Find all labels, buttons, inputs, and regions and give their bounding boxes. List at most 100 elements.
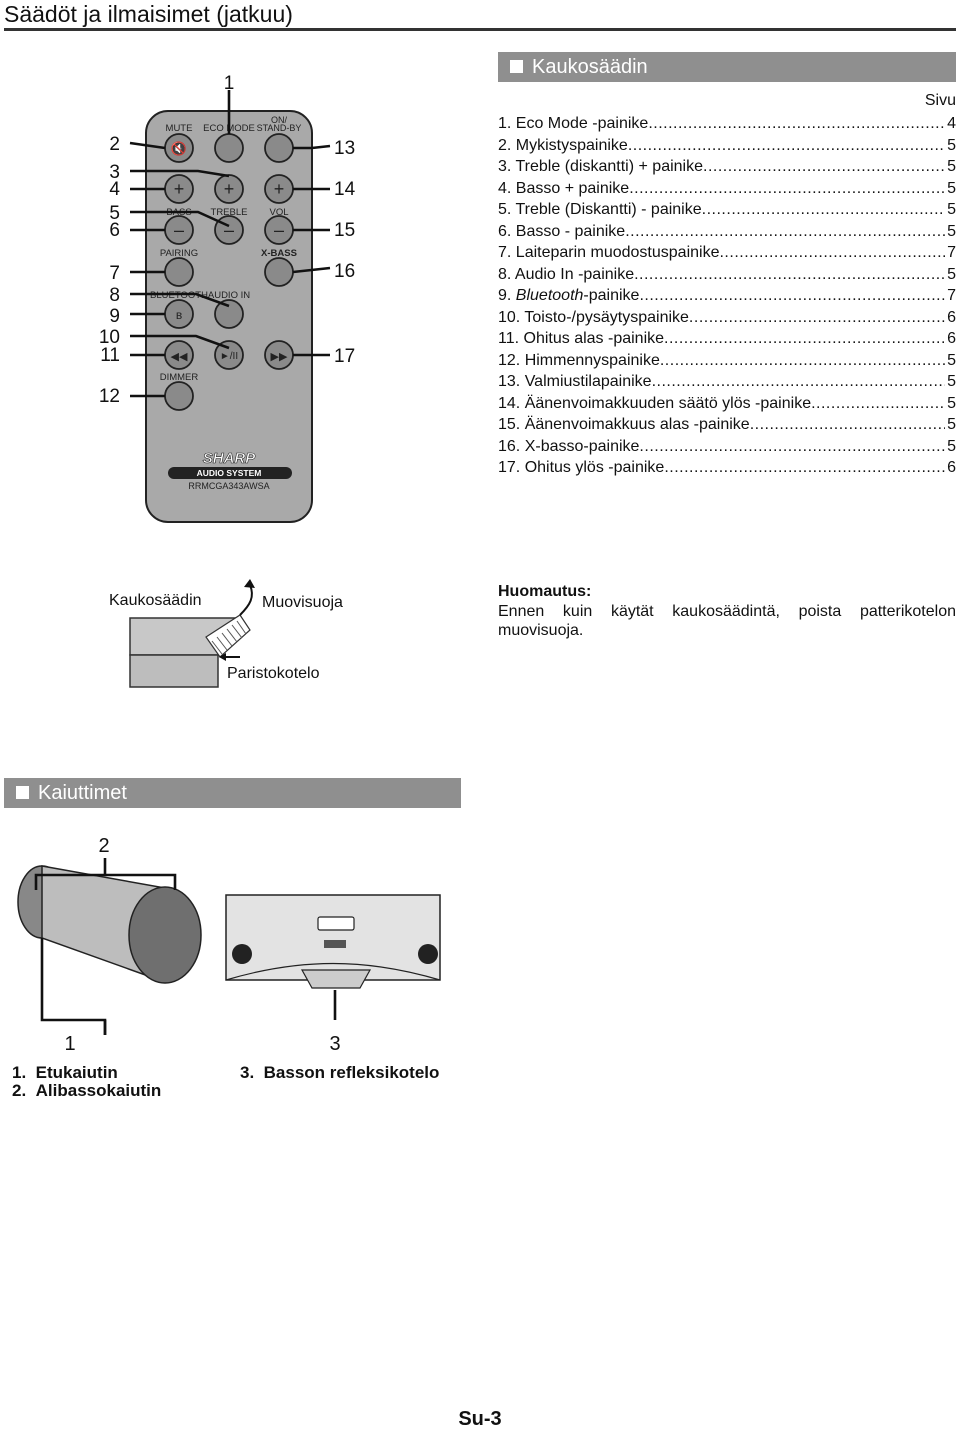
remote-label-on: ON/ [271, 115, 288, 125]
toc-leader-dots [639, 436, 945, 458]
toc-leader-dots [811, 393, 945, 415]
reflex-port-left [232, 944, 252, 964]
toc-label: 2. Mykistyspainike [498, 136, 628, 154]
speakers-illustration: 2 1 3 [17, 835, 441, 1055]
minus-icon: – [274, 220, 284, 240]
brand-sub: AUDIO SYSTEM [197, 468, 262, 478]
callout-lines [129, 90, 331, 398]
toc-page-number: 5 [947, 416, 956, 433]
note-heading: Huomautus: [498, 583, 592, 600]
xbass-button [264, 257, 294, 287]
toc-label: 7. Laiteparin muodostuspainike [498, 244, 720, 261]
switch-shape [317, 916, 355, 931]
square-bullet-icon [16, 786, 29, 799]
toc-leader-dots [648, 113, 945, 135]
remote-control-illustration: MUTE ECO MODE ON/ STAND-BY 🔇 + + + BASS … [99, 73, 356, 523]
toc-row: 16. X-basso-painike5 [498, 436, 956, 458]
toc-label-italic: Bluetooth [515, 287, 584, 304]
toc-page-number: 5 [947, 437, 956, 455]
toc-page-number: 6 [947, 330, 956, 347]
toc-page-number: 5 [947, 136, 956, 154]
callout-number: 3 [109, 162, 120, 183]
callout-number: 9 [109, 306, 120, 327]
toc-leader-dots [652, 371, 946, 393]
callout-number: 15 [334, 220, 355, 241]
page-title: Säädöt ja ilmaisimet (jatkuu) [4, 1, 293, 27]
callout-number: 11 [100, 345, 120, 366]
sheet-hatching [211, 620, 247, 655]
arrow-head-icon [219, 653, 226, 661]
toc-row: 1. Eco Mode -painike4 [498, 113, 956, 135]
speaker-item-label: Alibassokaiutin [35, 1081, 162, 1100]
toc-leader-dots [703, 156, 945, 178]
toc-row: 7. Laiteparin muodostuspainike7 [498, 242, 956, 264]
toc-label: 1. Eco Mode -painike [498, 115, 649, 132]
toc-row: 12. Himmennyspainike5 [498, 350, 956, 372]
remote-label-dimmer: DIMMER [160, 372, 199, 383]
remote-label-pairing: PAIRING [160, 248, 198, 259]
remote-label-treble: TREBLE [211, 207, 248, 218]
minus-icon: – [174, 220, 184, 240]
toc-leader-dots [664, 457, 945, 479]
section-heading-remote: Kaukosäädin [498, 52, 956, 82]
toc-row: 8. Audio In -painike 5 [498, 264, 956, 286]
toc-leader-dots [625, 221, 945, 243]
toc-page-number: 5 [947, 201, 956, 218]
callout-number: 16 [334, 261, 355, 282]
bluetooth-icon: ʙ [176, 308, 182, 322]
section-heading-speakers-text: Kaiuttimet [38, 782, 127, 804]
toc-label: 3. Treble (diskantti) + painike [498, 158, 703, 175]
speaker-list-item: 3. Basson refleksikotelo [240, 1064, 439, 1082]
toc-leader-dots [660, 350, 945, 372]
plus-icon: + [274, 179, 285, 199]
base-foot-shape [300, 969, 372, 989]
toc-label: 8. Audio In -painike [498, 265, 635, 283]
toc-page-number: 5 [947, 179, 956, 197]
toc-row: 11. Ohitus alas -painike6 [498, 328, 956, 350]
toc-page-number: 5 [947, 158, 956, 175]
page-column-label: Sivu [924, 92, 956, 109]
toc-label: 14. Äänenvoimakkuuden säätö ylös -painik… [498, 394, 812, 412]
toc-label: 15. Äänenvoimakkuus alas -painike [498, 416, 750, 433]
brand-sub-pill [168, 467, 292, 479]
play-pause-icon: ►/II [220, 351, 238, 362]
speaker-callout-lines [34, 858, 177, 1035]
speaker-list-item: 1. Etukaiutin [12, 1064, 118, 1082]
toc-label: 4. Basso + painike [498, 179, 630, 197]
callout-number: 13 [334, 138, 355, 159]
toc-label-number: 9. [498, 287, 512, 304]
callout-number: 1 [64, 1033, 75, 1055]
remote-callout-numbers: 1 2 3 4 5 6 7 8 9 10 11 12 13 14 15 16 1… [99, 73, 356, 407]
callout-number: 1 [224, 73, 235, 94]
minus-icon: – [224, 220, 234, 240]
section-heading-remote-text: Kaukosäädin [532, 56, 648, 78]
toc-row: 3. Treble (diskantti) + painike 5 [498, 156, 956, 178]
callout-number: 2 [98, 835, 109, 857]
toc-leader-dots [634, 264, 945, 286]
speaker-rear-panel [225, 894, 441, 981]
toc-label: 17. Ohitus ylös -painike [498, 459, 665, 476]
toc-page-number: 5 [947, 265, 956, 283]
skip-back-icon: ◀◀ [171, 351, 188, 363]
square-bullet-icon [510, 60, 523, 73]
arrow-head-icon [244, 579, 255, 588]
toc-row: 10. Toisto-/pysäytyspainike6 [498, 307, 956, 329]
label-plate [324, 940, 346, 948]
woofer-shape [128, 886, 202, 984]
speaker-item-number: 2. [12, 1081, 27, 1100]
toc-row: 2. Mykistyspainike 5 [498, 135, 956, 157]
dimmer-button [164, 381, 194, 411]
speaker-item-label: Etukaiutin [35, 1063, 118, 1082]
toc-label: 5. Treble (Diskantti) - painike [498, 201, 702, 218]
callout-number: 12 [99, 386, 120, 407]
toc-leader-dots [719, 242, 945, 264]
toc-page-number: 6 [947, 459, 956, 476]
plastic-sheet-caption: Muovisuoja [262, 594, 343, 611]
audio-in-button [214, 299, 244, 329]
callout-number: 8 [109, 285, 120, 306]
remote-side-shape [129, 654, 219, 688]
remote-label-mute: MUTE [166, 123, 193, 134]
remote-caption: Kaukosäädin [109, 592, 202, 609]
toc-page-number: 7 [947, 287, 956, 304]
remote-label-vol: VOL [269, 207, 288, 218]
